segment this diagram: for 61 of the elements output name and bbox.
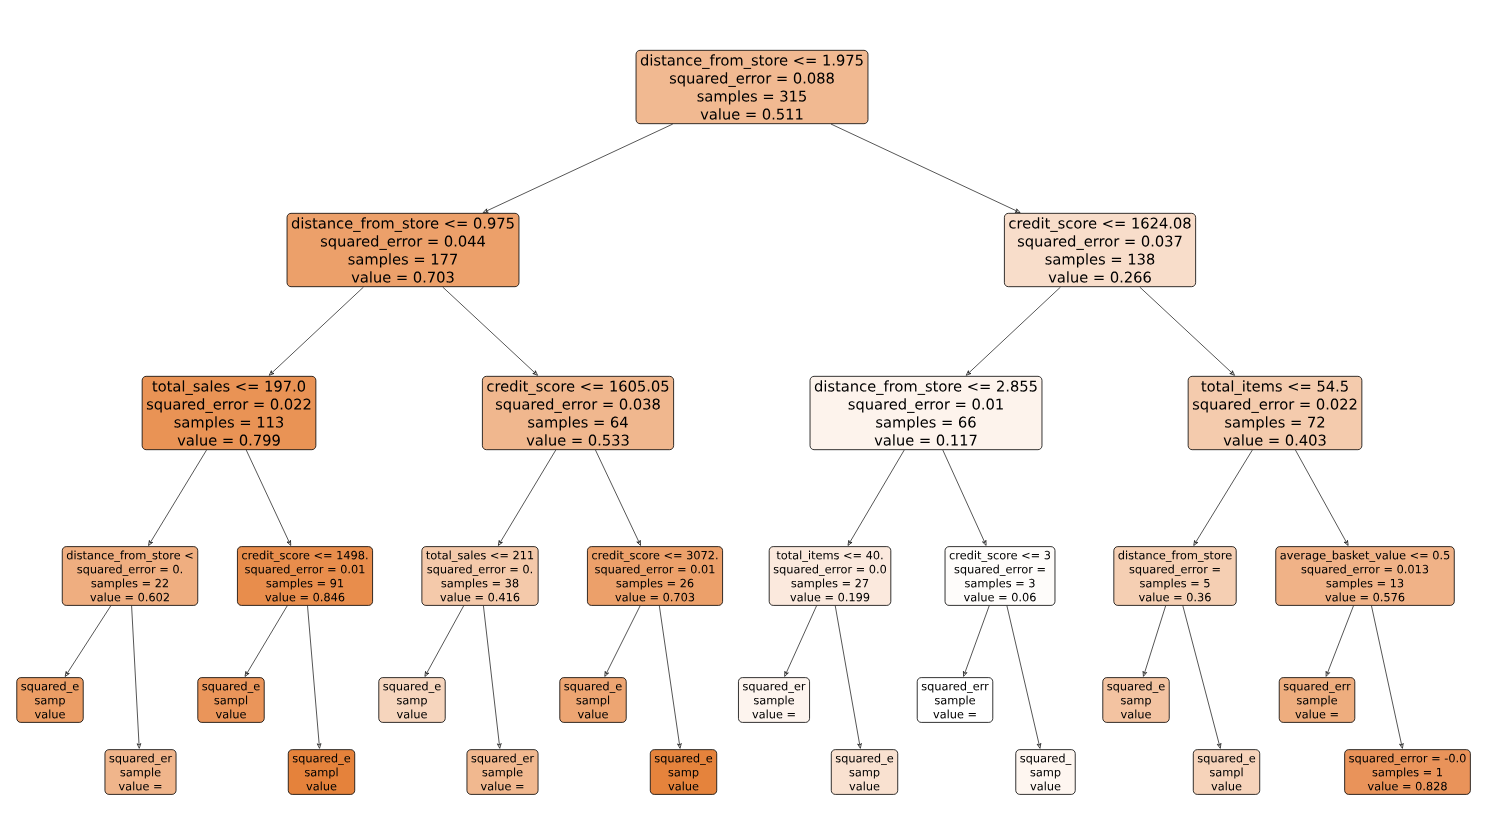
tree-node-box: squared_e sampl value — [197, 677, 265, 723]
arrow — [483, 605, 502, 749]
arrow — [1006, 605, 1042, 749]
arrow — [131, 605, 142, 749]
tree-node-box: total_sales <= 197.0 squared_error = 0.022 samples = 113 value = 0.799 — [141, 375, 317, 451]
tree-node-box: credit_score <= 1605.05 squared_error = 0.038 samples = 64 value = 0.533 — [482, 375, 674, 451]
tree-node-box: total_items <= 54.5 squared_error = 0.022 samples = 72 value = 0.403 — [1187, 375, 1363, 451]
tree-node-box: squared_e samp value — [1102, 677, 1170, 723]
arrow — [424, 605, 464, 677]
tree-node-box: credit_score <= 1624.08 squared_error = 0.037 samples = 138 value = 0.266 — [1004, 212, 1197, 288]
tree-node-box: squared_error = -0.0 samples = 1 value = 0.828 — [1344, 749, 1471, 795]
arrow — [1142, 605, 1166, 677]
arrow — [963, 605, 990, 677]
arrow — [784, 605, 817, 677]
arrow — [942, 449, 987, 546]
arrow — [834, 605, 862, 749]
tree-node-box: distance_from_store <= 1.975 squared_error = 0.088 samples = 315 value = 0.511 — [635, 49, 869, 125]
tree-node-box: squared_ samp value — [1015, 749, 1076, 795]
tree-node-box: squared_e samp value — [830, 749, 899, 795]
arrow — [482, 123, 674, 213]
tree-node-box: distance_from_store squared_error = samples = 5 value = 0.36 — [1113, 546, 1237, 606]
tree-node-box: squared_er sample value = — [466, 749, 539, 795]
arrow — [1182, 605, 1222, 749]
tree-node-box: squared_e sampl value — [1192, 749, 1261, 795]
arrow — [1295, 449, 1349, 546]
tree-node-box: total_items <= 40. squared_error = 0.0 samples = 27 value = 0.199 — [768, 546, 892, 606]
arrow — [595, 449, 641, 546]
arrow — [148, 449, 207, 546]
tree-node-box: squared_e sampl value — [559, 677, 627, 723]
tree-node-box: average_basket_value <= 0.5 squared_error = 0.013 samples = 13 value = 0.576 — [1275, 546, 1455, 606]
tree-node-box: credit_score <= 1498. squared_error = 0.01 samples = 91 value = 0.846 — [237, 546, 373, 606]
arrow — [847, 449, 905, 546]
arrow — [1371, 605, 1404, 749]
arrow — [1325, 605, 1354, 677]
arrow — [1193, 449, 1253, 546]
arrow — [244, 605, 288, 677]
tree-node-box: squared_err sample value = — [1278, 677, 1356, 723]
tree-node-box: squared_e samp value — [649, 749, 718, 795]
tree-node-box: squared_err sample value = — [916, 677, 994, 723]
arrow — [659, 605, 682, 749]
arrow — [604, 605, 641, 677]
tree-node-box: squared_e sampl value — [287, 749, 356, 795]
arrow — [830, 123, 1021, 213]
tree-node-box: total_sales <= 211 squared_error = 0. samples = 38 value = 0.416 — [421, 546, 539, 606]
tree-node-box: distance_from_store <= 2.855 squared_error = 0.01 samples = 66 value = 0.117 — [809, 375, 1043, 451]
tree-node-box: credit_score <= 3072. squared_error = 0.01 samples = 26 value = 0.703 — [587, 546, 723, 606]
tree-node-box: squared_e samp value — [16, 677, 84, 723]
arrow — [64, 605, 112, 677]
tree-node-box: distance_from_store <= 0.975 squared_error = 0.044 samples = 177 value = 0.703 — [286, 212, 520, 288]
tree-node-box: distance_from_store < squared_error = 0. samples = 22 value = 0.602 — [61, 546, 199, 606]
arrow — [965, 286, 1061, 376]
tree-node-box: credit_score <= 3 squared_error = samples = 3 value = 0.06 — [944, 546, 1056, 606]
arrow — [245, 449, 292, 546]
tree-node-box: squared_er sample value = — [104, 749, 177, 795]
tree-node-box: squared_e samp value — [378, 677, 446, 723]
arrow — [268, 286, 364, 376]
arrow — [1139, 286, 1235, 376]
arrow — [498, 449, 557, 546]
tree-node-box: squared_er sample value = — [738, 677, 810, 723]
arrow — [307, 605, 322, 749]
arrow — [442, 286, 538, 376]
